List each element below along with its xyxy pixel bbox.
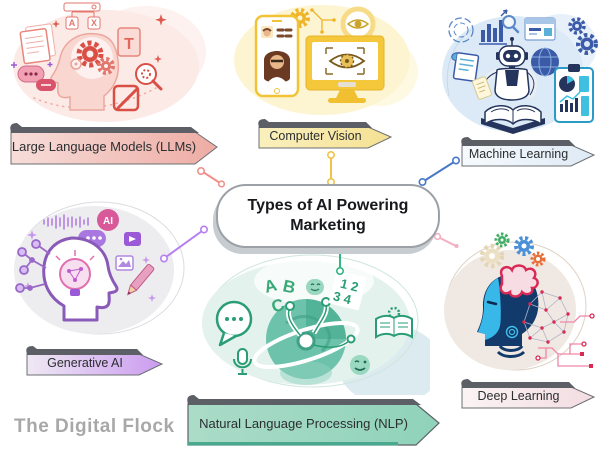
brain-icon	[252, 297, 360, 385]
brand-watermark: The Digital Flock	[14, 416, 175, 437]
dl-banner-label: Deep Learning	[477, 389, 560, 403]
ai-badge-icon: AI	[97, 209, 119, 231]
svg-text:1 2: 1 2	[339, 276, 360, 295]
svg-text:X: X	[91, 18, 97, 28]
documents-icon	[19, 23, 56, 65]
svg-text:AI: AI	[103, 216, 113, 227]
svg-text:B: B	[281, 276, 297, 297]
ml-illustration	[442, 9, 598, 134]
svg-text:A: A	[262, 275, 279, 297]
pencil-icon	[126, 263, 155, 296]
llm-connector	[197, 167, 226, 188]
idea-magnifier-icon	[135, 63, 163, 91]
cv-banner-shape	[258, 119, 393, 149]
numbers-card-icon: 1 2 3 4	[328, 270, 367, 311]
nlp-banner-label: Natural Language Processing (NLP)	[199, 416, 408, 431]
head-bulb-icon	[42, 236, 119, 322]
gen-banner-label: Generative AI	[47, 356, 123, 370]
svg-text:C: C	[269, 295, 287, 317]
scribble-circle-icon	[448, 17, 474, 43]
microphone-icon	[233, 348, 252, 375]
monitor-eye-icon	[305, 35, 385, 103]
text-file-icon: T	[117, 27, 141, 57]
gears-icon	[568, 17, 598, 55]
sparkle-icons	[52, 14, 167, 63]
svg-text:A: A	[69, 18, 76, 28]
nlp-banner: Natural Language Processing (NLP)	[185, 394, 442, 447]
book-icon	[375, 306, 413, 339]
circuit-icon	[310, 8, 336, 34]
central-topic-node: Types of AI Powering Marketing	[216, 184, 440, 248]
svg-text:3 4: 3 4	[332, 288, 354, 307]
central-title-line1: Types of AI Powering	[247, 197, 409, 214]
globe-icon	[531, 47, 559, 77]
ml-banner-shape	[461, 137, 596, 167]
ml-banner-label: Machine Learning	[468, 147, 569, 161]
clipboard-chart-icon	[554, 64, 594, 123]
image-icon	[115, 255, 134, 271]
open-book-icon	[481, 105, 545, 134]
dl-illustration	[444, 232, 595, 371]
cyborg-head-icon	[477, 264, 570, 358]
circuit-icon	[535, 313, 595, 368]
cv-banner-label: Computer Vision	[269, 129, 362, 143]
ml-banner: Machine Learning	[460, 135, 597, 167]
gen-banner: Generative AI	[25, 344, 165, 376]
gen-banner-shape	[26, 346, 164, 376]
phone-face-recognition-icon	[254, 14, 300, 98]
soundwave-icon	[43, 214, 89, 230]
central-title-line2: Marketing	[290, 217, 366, 234]
llm-banner-shape	[10, 123, 218, 165]
wink-smiley-icon	[350, 355, 370, 375]
ml-connector	[418, 156, 460, 187]
llm-banner-label: Large Language Models (LLMs)	[11, 138, 197, 154]
llm-illustration: A X T	[11, 2, 206, 122]
chat-bubble-icon	[215, 300, 253, 347]
scroll-document-icon	[451, 52, 480, 82]
llm-banner: Large Language Models (LLMs)	[8, 121, 220, 165]
svg-text:T: T	[124, 36, 134, 53]
head-gears-icon	[50, 33, 120, 111]
browser-translate-icon: A X	[63, 2, 101, 30]
nlp-banner-shape	[187, 395, 440, 446]
cv-banner: Computer Vision	[257, 117, 394, 149]
smiley-icon	[306, 279, 324, 295]
bar-chart-icon	[479, 9, 520, 45]
gears-icon	[479, 232, 546, 269]
mesh-network	[522, 290, 570, 344]
video-icon	[124, 232, 141, 246]
nlp-illustration: A B C 1 2 3 4	[202, 254, 430, 395]
cv-illustration	[234, 5, 418, 115]
robot-icon	[472, 37, 538, 101]
chat-bubbles-icon	[11, 62, 56, 91]
cv-connector	[326, 151, 335, 187]
edit-box-icon	[112, 84, 140, 112]
dl-banner-shape	[461, 379, 596, 409]
abc-letters: A B C	[262, 275, 297, 316]
gen-illustration: AI	[14, 201, 185, 335]
neural-branch-icon	[15, 239, 51, 293]
dl-banner: Deep Learning	[460, 377, 597, 409]
browser-window-icon	[524, 17, 556, 41]
